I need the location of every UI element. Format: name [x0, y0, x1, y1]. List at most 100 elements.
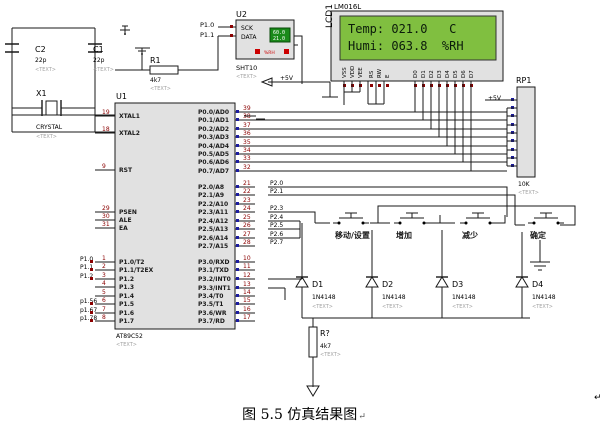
rp1-bus-wire: [423, 115, 517, 121]
mcu-pin-name: P0.6/AD6: [198, 159, 229, 166]
mcu-pin-terminal: [236, 152, 239, 155]
mcu-pin-number: 36: [243, 130, 251, 137]
c2-value: 22p: [35, 57, 47, 64]
mcu-pin-number: 37: [243, 122, 251, 129]
mcu-pin-terminal: [236, 110, 239, 113]
capacitor-c1: C1 22p <TEXT>: [88, 43, 114, 73]
mcu-pin-number: 23: [243, 197, 251, 204]
r1-value: 4k7: [150, 77, 161, 84]
p0-bus-wire: [255, 81, 424, 121]
mcu-pin-name: P1.2: [119, 276, 134, 283]
lcd-pin-label: D4: [445, 70, 451, 78]
lcd-control-wires: [367, 81, 385, 105]
mcu-pin-name: XTAL1: [119, 113, 140, 120]
sensor-pin-sck: SCK: [241, 25, 254, 32]
mcu-pin-number: 13: [243, 281, 251, 288]
mcu-pin-name: EA: [119, 225, 128, 232]
mcu-pin-name: P2.5/A13: [198, 226, 228, 233]
rp1-ref: RP1: [516, 76, 531, 85]
diode-ref: D1: [312, 280, 323, 289]
mcu-pin-name: ALE: [119, 217, 132, 224]
mcu-pin-number: 14: [243, 289, 251, 296]
mcu-pin-number: 16: [243, 306, 251, 313]
keypad-button-label: 确定: [530, 230, 546, 240]
caption-paragraph-mark: ↵: [358, 412, 366, 422]
p2-net-label: P2.1: [270, 188, 283, 195]
mcu-pin-number: 27: [243, 231, 251, 238]
rp1-text-tag: <TEXT>: [518, 190, 539, 196]
lcd-module: LM016L LCD1 Temp: 021.0 C Humi: 063.8 %R…: [325, 3, 504, 105]
lcd-pin-label: D2: [429, 70, 435, 78]
oscillator-section: C2 22p <TEXT> C1 22p <TEXT> X1 CRYSTAL <…: [5, 25, 130, 140]
mcu-pin-name: P1.5: [119, 301, 134, 308]
resistor-r-pulldown: R? 4k7 <TEXT>: [306, 318, 341, 397]
mcu-pin-name: P1.3: [119, 284, 134, 291]
sensor-up-icon[interactable]: [284, 49, 289, 54]
r2-ref: R?: [320, 329, 330, 338]
p1-net-terminal: [90, 277, 93, 280]
keypad-button[interactable]: 移动/设置: [333, 212, 370, 240]
mcu-pin-number: 4: [102, 280, 106, 287]
lcd-pin-label: VSS: [342, 67, 348, 78]
mcu-pin-number: 15: [243, 297, 251, 304]
lcd-pin-label: D0: [413, 70, 419, 78]
mcu-pin-number: 26: [243, 222, 251, 229]
keypad-button[interactable]: 减少: [460, 212, 496, 240]
diode-array: D11N4148<TEXT>D21N4148<TEXT>D31N4148<TEX…: [295, 223, 556, 310]
lcd-pin-label: VDD: [350, 66, 356, 78]
mcu-pin-terminal: [236, 135, 239, 138]
mcu-pin-terminal: [236, 202, 239, 205]
p1-net-label: p1.67: [80, 307, 97, 314]
lcd-pin-terminal: [370, 84, 373, 87]
p1-net-label: p1.56: [80, 298, 97, 305]
p0-bus-wire: [255, 81, 432, 130]
p0-bus-wires: [255, 81, 517, 172]
mcu-pin-name: P2.7/A15: [198, 243, 228, 250]
vcc-label-top: +5V: [280, 75, 294, 82]
vcc-label-rp1: +5V: [488, 95, 502, 102]
x1-text-tag: <TEXT>: [36, 134, 57, 140]
p1-net-terminal: [90, 268, 93, 271]
diode-model: 1N4148: [452, 294, 476, 301]
keypad-button[interactable]: 确定: [528, 212, 564, 240]
mcu-pin-number: 19: [102, 109, 110, 116]
lcd-ref: LCD1: [325, 4, 335, 28]
mcu-pin-number: 22: [243, 188, 251, 195]
r2-value: 4k7: [320, 343, 331, 350]
keypad-button-label-bg: [396, 228, 430, 240]
mcu-pin-terminal: [236, 193, 239, 196]
mcu-pin-number: 34: [243, 147, 251, 154]
p2-net-label: P2.4: [270, 214, 283, 221]
mcu-pin-terminal: [236, 268, 239, 271]
sensor-down-icon[interactable]: [255, 49, 260, 54]
mcu-pin-name: P1.4: [119, 293, 134, 300]
mcu-pin-name: P3.1/TXD: [198, 267, 229, 274]
mcu-pin-terminal: [236, 227, 239, 230]
mcu-pin-name: P3.7/RD: [198, 318, 225, 325]
mcu-pin-number: 12: [243, 272, 251, 279]
lcd-line-1: Temp: 021.0 C: [348, 22, 456, 36]
mcu-pin-terminal: [236, 144, 239, 147]
keypad-button[interactable]: 增加: [394, 212, 430, 240]
p2-net-label: P2.5: [270, 222, 283, 229]
resistor-pack-rp1: RP1 10K <TEXT> +5V: [485, 76, 539, 196]
mcu-pin-terminal: [236, 294, 239, 297]
mcu-pin-number: 7: [102, 306, 106, 313]
p1-net-label: P1.0: [80, 256, 93, 263]
diode-text-tag: <TEXT>: [382, 304, 403, 310]
sensor-u2: U2 SCK DATA 60.0 21.0 %RH SHT10 <TEXT> P…: [200, 10, 303, 84]
diode-text-tag: <TEXT>: [532, 304, 553, 310]
p2-net-label: P2.3: [270, 205, 283, 212]
lcd-pin-terminal: [386, 84, 389, 87]
mcu-pin-number: 35: [243, 139, 251, 146]
caption-text: 图 5.5 仿真结果图: [242, 407, 358, 423]
mcu-pin-number: 30: [102, 213, 110, 220]
mcu-pin-terminal: [236, 118, 239, 121]
mcu-pin-name: P2.2/A10: [198, 201, 228, 208]
keypad-buttons: 移动/设置增加 减少确定: [333, 212, 564, 240]
sensor-model: SHT10: [236, 64, 257, 72]
r1-ref: R1: [150, 56, 161, 65]
p1-net-terminal: [90, 260, 93, 263]
mcu-pin-terminal: [236, 311, 239, 314]
